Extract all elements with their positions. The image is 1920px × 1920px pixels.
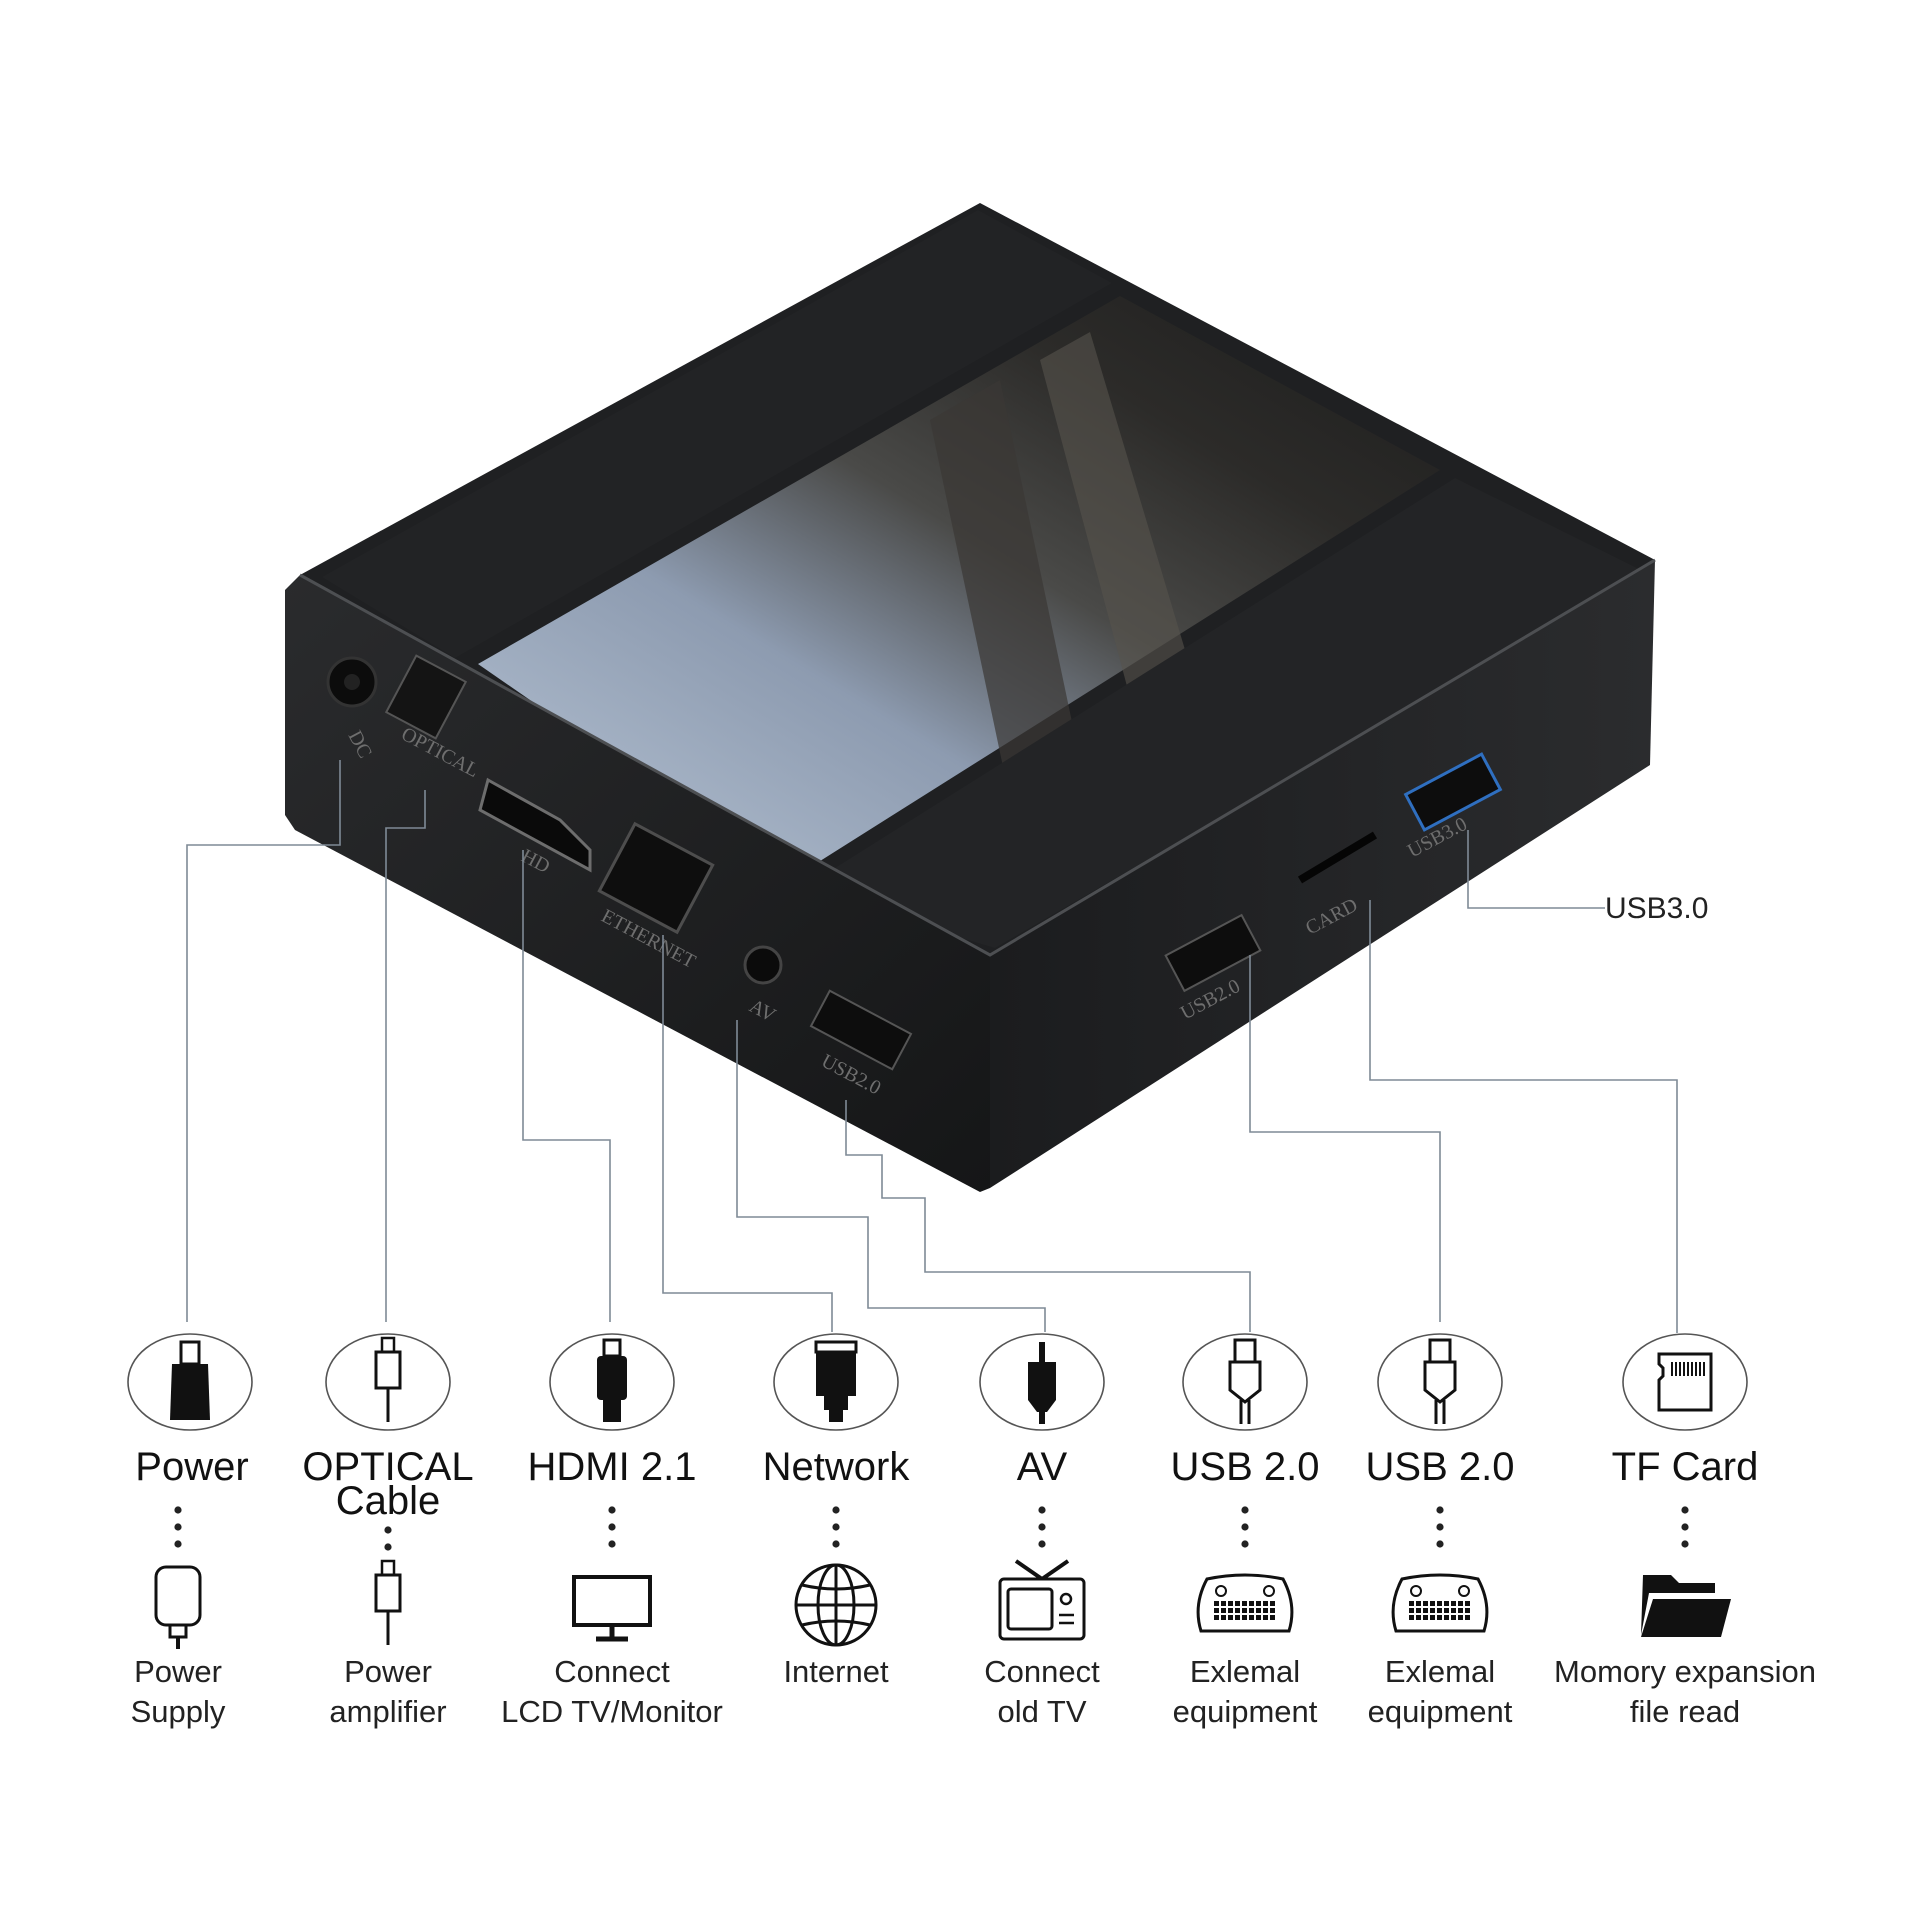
tv-box: DC OPTICAL HD ETHERNET AV USB2.0 USB2.0 … (285, 203, 1656, 1192)
leader-tf (1369, 900, 1678, 1333)
glass-panel (478, 296, 1440, 880)
leader-av (736, 1020, 1046, 1332)
keyboard-icon (1196, 1573, 1294, 1633)
usb3-port (1403, 752, 1503, 832)
card-slot (1297, 831, 1378, 884)
tf-card-icon (1657, 1352, 1713, 1412)
connection-description: equipment (1173, 1694, 1318, 1729)
connection-description: Power (344, 1654, 432, 1689)
usb3-callout: USB3.0 (1605, 892, 1708, 925)
connection-item: AV Connect old TV (979, 1333, 1105, 1729)
connection-title: HDMI 2.1 (528, 1445, 697, 1489)
av-port (743, 945, 783, 985)
leader-optical (385, 790, 426, 1322)
folder-icon (1641, 1575, 1731, 1637)
separator-dot (174, 1506, 182, 1514)
separator-dot (384, 1543, 392, 1551)
separator-dot (608, 1506, 616, 1514)
connection-title: USB 2.0 (1366, 1445, 1515, 1489)
separator-dot (1681, 1540, 1689, 1548)
connection-description: Power (134, 1654, 222, 1689)
separator-dot (832, 1540, 840, 1548)
leader-network (662, 935, 833, 1332)
separator-dot (384, 1526, 392, 1534)
top-panel-right (800, 478, 1645, 948)
usb-plug-icon (1228, 1338, 1262, 1424)
optical-plug-icon (374, 1559, 402, 1645)
connection-description: Internet (783, 1654, 889, 1689)
separator-dot (174, 1523, 182, 1531)
separator-dot (1436, 1523, 1444, 1531)
connection-description: equipment (1368, 1694, 1513, 1729)
dc-plug-icon (170, 1340, 210, 1420)
ethernet-plug-icon (814, 1340, 858, 1422)
connection-description: LCD TV/Monitor (501, 1694, 723, 1729)
usb3-leader (1467, 830, 1605, 909)
usb-front-port (809, 989, 913, 1071)
separator-dot (1241, 1523, 1249, 1531)
separator-dot (1038, 1523, 1046, 1531)
connection-description: old TV (997, 1694, 1086, 1729)
separator-dot (1436, 1506, 1444, 1514)
separator-dot (1038, 1540, 1046, 1548)
leader-lines (186, 760, 1678, 1333)
connection-title: TF Card (1612, 1445, 1759, 1489)
leader-power (186, 760, 341, 1322)
separator-dot (1038, 1506, 1046, 1514)
usb-side-port (1164, 913, 1262, 993)
keyboard-icon (1391, 1573, 1489, 1633)
monitor-icon (572, 1575, 652, 1642)
separator-dot (832, 1506, 840, 1514)
old-tv-icon (998, 1559, 1086, 1641)
usb-plug-icon (1423, 1338, 1457, 1424)
optical-port (384, 654, 468, 740)
separator-dot (1241, 1506, 1249, 1514)
connection-description: amplifier (329, 1694, 446, 1729)
optical-plug-icon (374, 1336, 402, 1422)
connection-title: USB 2.0 (1171, 1445, 1320, 1489)
box-right-face (990, 560, 1655, 1188)
connection-description: Momory expansion (1554, 1654, 1816, 1689)
separator-dot (1241, 1540, 1249, 1548)
connection-list: PowerPowerSupplyOPTICALCablePoweramplifi… (127, 1333, 1816, 1729)
separator-dot (832, 1523, 840, 1531)
connection-title: Network (763, 1445, 911, 1489)
top-panel-left (322, 210, 1112, 658)
separator-dot (1681, 1523, 1689, 1531)
connection-title: OPTICAL (302, 1445, 473, 1489)
connection-title: Cable (336, 1479, 441, 1523)
separator-dot (608, 1523, 616, 1531)
connection-title: Power (135, 1445, 248, 1489)
connection-description: Connect (984, 1654, 1100, 1689)
connection-description: Supply (131, 1694, 226, 1729)
connection-description: file read (1630, 1694, 1740, 1729)
hdmi-plug-icon (597, 1338, 627, 1422)
leader-usb-side (1249, 955, 1441, 1322)
leader-hdmi (522, 850, 611, 1322)
connection-description: Connect (554, 1654, 670, 1689)
connection-description: Exlemal (1190, 1654, 1300, 1689)
separator-dot (1681, 1506, 1689, 1514)
power-adapter-icon (154, 1565, 202, 1649)
separator-dot (1436, 1540, 1444, 1548)
ethernet-port (597, 821, 715, 935)
separator-dot (174, 1540, 182, 1548)
globe-icon (794, 1563, 878, 1647)
connection-description: Exlemal (1385, 1654, 1495, 1689)
connection-title: AV (1017, 1445, 1068, 1489)
hdmi-port (478, 777, 592, 873)
av-plug-icon (1028, 1342, 1056, 1424)
leader-usb-front (845, 1100, 1251, 1332)
separator-dot (608, 1540, 616, 1548)
